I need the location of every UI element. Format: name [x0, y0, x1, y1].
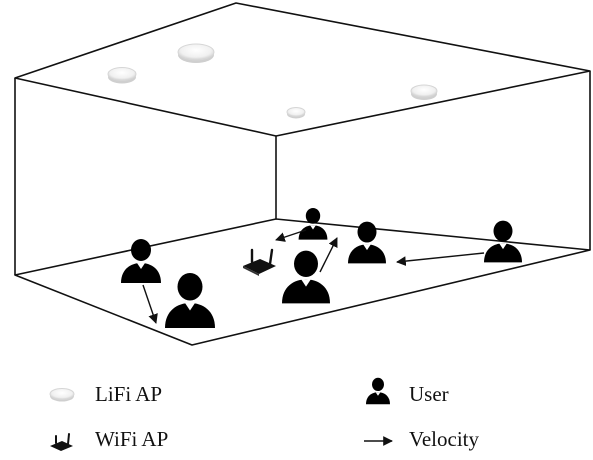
wifi-ap [243, 248, 276, 276]
legend-user-icon [366, 377, 390, 405]
velocity-arrow-user-6 [396, 252, 485, 266]
velocity-arrows [142, 229, 485, 324]
velocity-arrow-user-1 [142, 284, 158, 324]
legend-wifi-ap-icon [50, 433, 73, 451]
legend-lifi-ap-icon [49, 388, 75, 402]
user-group [121, 207, 522, 328]
legend-lifi-ap-label: LiFi AP [95, 382, 162, 406]
user-4 [298, 207, 328, 240]
user-6 [484, 220, 522, 263]
legend-velocity-label: Velocity [409, 427, 479, 451]
legend: LiFi AP User WiFi AP Velocity [49, 377, 479, 451]
lifi-ap-2 [107, 67, 137, 84]
legend-wifi-ap-label: WiFi AP [95, 427, 168, 451]
user-3 [282, 250, 330, 304]
lifi-ap-1 [177, 43, 215, 63]
floor-plane [14, 218, 591, 346]
velocity-arrow-user-4 [275, 229, 307, 242]
velocity-arrow-user-3 [319, 237, 338, 273]
lifi-ap-3 [410, 84, 438, 100]
room-wireframe [14, 2, 591, 346]
lifi-ap-group [107, 43, 438, 119]
user-5 [348, 221, 386, 264]
user-1 [121, 239, 161, 283]
lifi-ap-4 [286, 107, 306, 119]
legend-user-label: User [409, 382, 449, 406]
user-2 [165, 273, 215, 328]
